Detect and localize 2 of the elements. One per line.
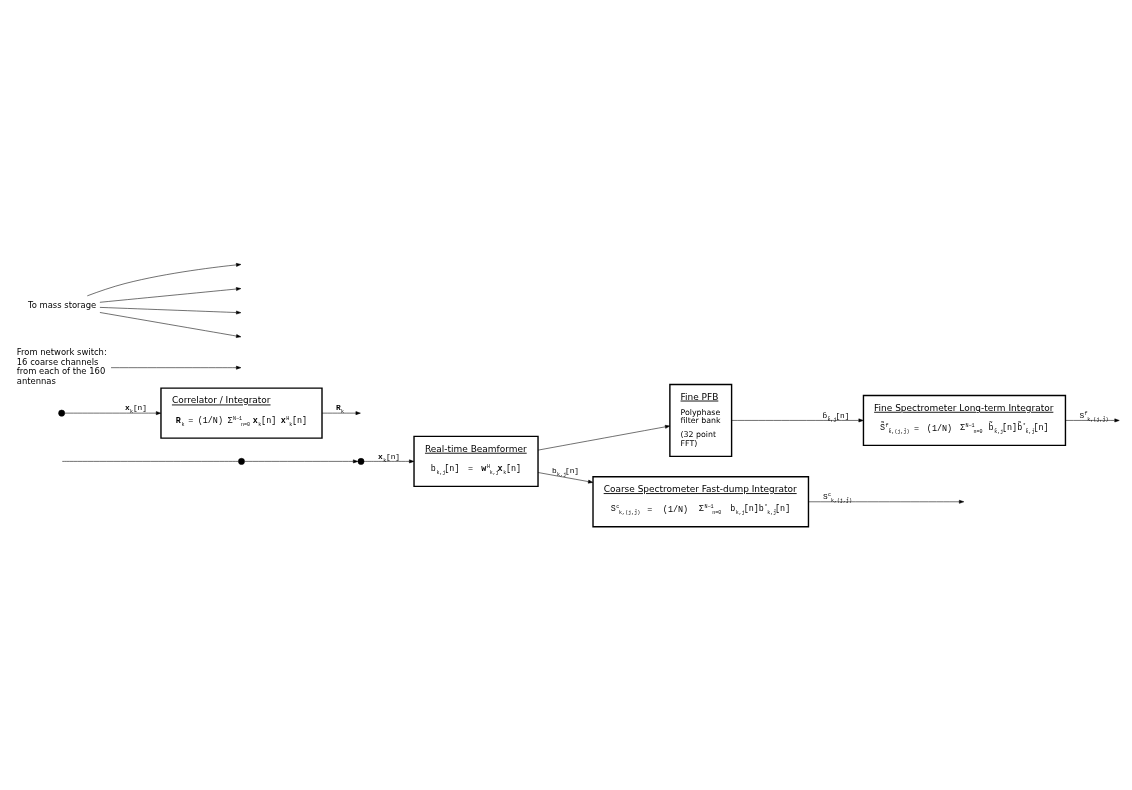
node-text: To mass storage (27, 299, 97, 310)
node-text: From network switch: 16 coarse channels from each of the 160 antennas (16, 346, 107, 386)
